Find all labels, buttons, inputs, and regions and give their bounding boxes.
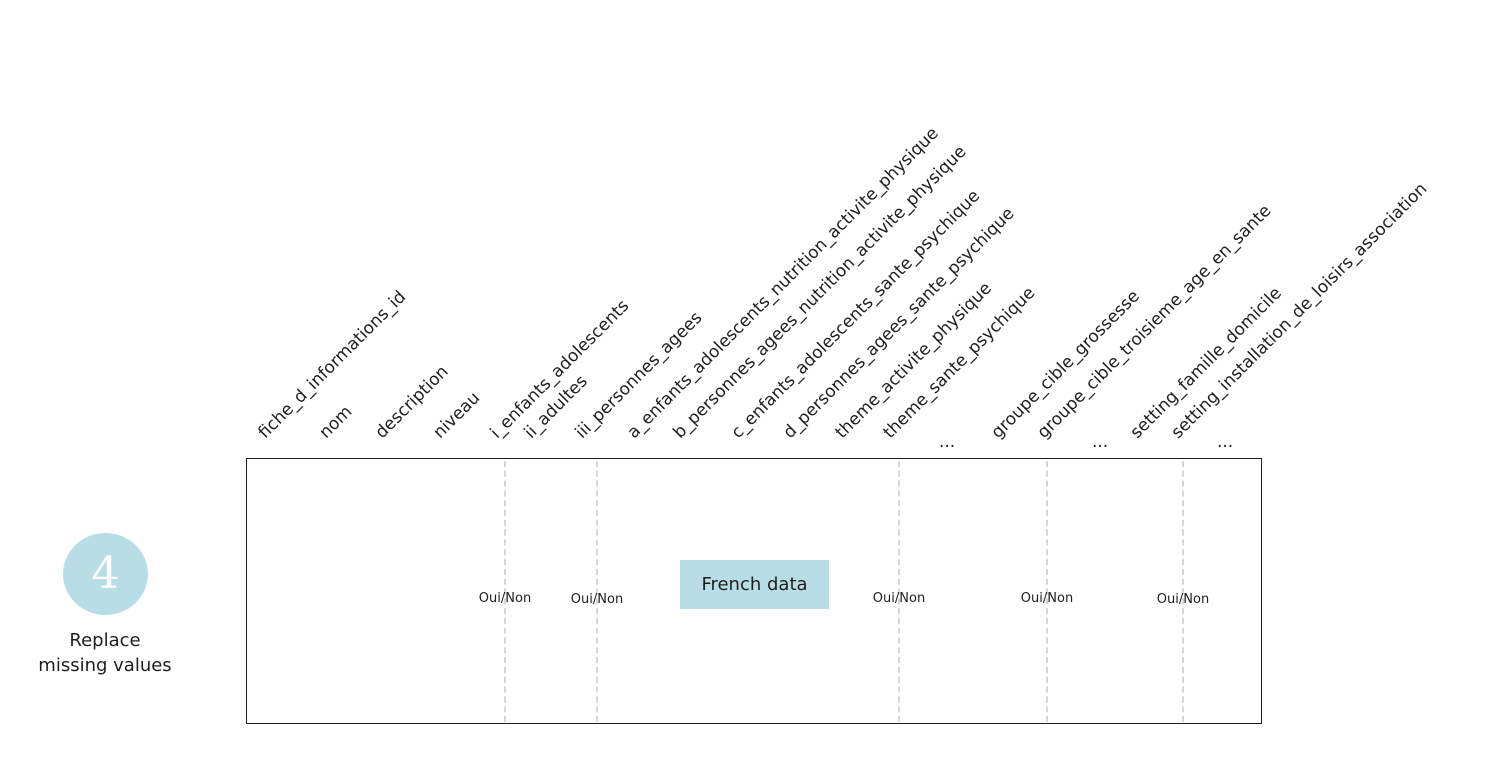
column-divider — [1182, 461, 1184, 722]
french-data-label: French data — [701, 574, 808, 595]
column-header: nom — [315, 401, 357, 443]
cell-value-label: Oui/Non — [570, 592, 624, 607]
column-divider — [596, 461, 598, 722]
cell-value-label: Oui/Non — [478, 591, 532, 606]
column-header: niveau — [429, 388, 485, 443]
step-number: 4 — [91, 548, 120, 599]
column-header: setting_installation_de_loisirs_associat… — [1167, 179, 1432, 443]
column-header: setting_famille_domicile — [1126, 283, 1286, 443]
step-label-line1: Replace — [69, 630, 141, 651]
column-header-ellipsis: ... — [1092, 432, 1109, 452]
cell-value-label: Oui/Non — [1156, 592, 1210, 607]
column-divider — [504, 461, 506, 722]
step-number-badge: 4 — [63, 533, 148, 615]
column-header-ellipsis: ... — [1217, 432, 1234, 452]
french-data-highlight: French data — [680, 560, 829, 609]
column-divider — [1046, 461, 1048, 722]
column-header: i_enfants_adolescents — [486, 296, 634, 443]
step-label-line2: missing values — [38, 655, 172, 676]
cell-value-label: Oui/Non — [872, 591, 926, 606]
column-divider — [898, 461, 900, 722]
step-label: Replace missing values — [20, 628, 190, 678]
column-header-ellipsis: ... — [939, 432, 956, 452]
data-table-outline — [246, 458, 1262, 724]
cell-value-label: Oui/Non — [1020, 591, 1074, 606]
